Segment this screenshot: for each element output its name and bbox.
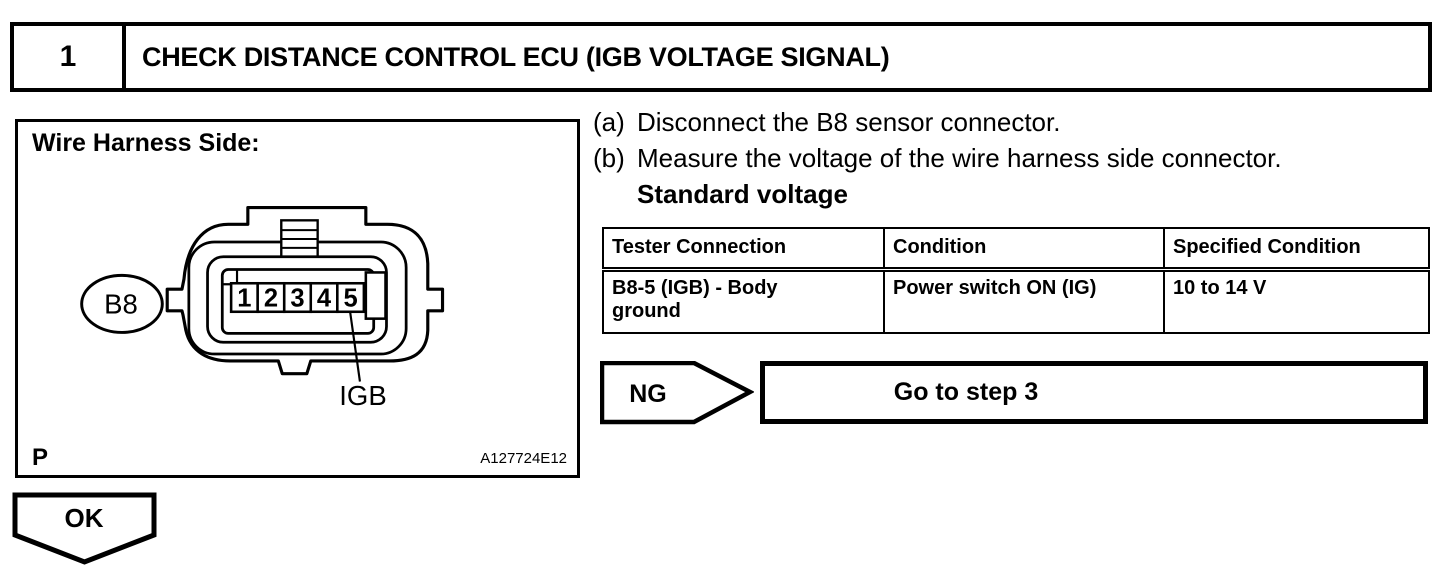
ng-arrow-label: NG [629,380,667,408]
cell-condition: Power switch ON (IG) [883,268,1165,334]
instruction-b: (b) Measure the voltage of the wire harn… [593,143,1282,174]
connector-id-bubble [80,273,164,334]
ng-arrow: NG [600,361,754,425]
instruction-a-marker: (a) [593,107,625,137]
connector-id-label: B8 [104,289,138,320]
standard-voltage-subheading: Standard voltage [637,179,848,209]
step-header: 1 CHECK DISTANCE CONTROL ECU (IGB VOLTAG… [10,22,1432,92]
wire-harness-diagram: 1 2 3 4 5 IGB B8 Wire Harness Side: P A1… [15,119,580,478]
ok-arrow: OK [12,492,157,565]
ok-arrow-shape [12,492,157,565]
pin-1-label: 1 [237,284,251,312]
page-marker: P [32,444,49,471]
pin-2-label: 2 [264,284,278,312]
step-title: CHECK DISTANCE CONTROL ECU (IGB VOLTAGE … [142,41,890,72]
cell-specified-condition: 10 to 14 V [1163,268,1430,334]
igb-callout-label: IGB [339,380,386,411]
instruction-a-text: Disconnect the B8 sensor connector. [637,107,1061,137]
header-tester-connection: Tester Connection [602,227,885,272]
pin-5-label: 5 [343,284,357,312]
header-condition: Condition [883,227,1165,272]
pin-row: 1 2 3 4 5 [229,281,366,314]
pin-3-label: 3 [290,284,304,312]
ng-result-text: Go to step 3 [893,378,1039,406]
header-specified-condition: Specified Condition [1163,227,1430,272]
instruction-b-marker: (b) [593,143,625,173]
pin-4-label: 4 [317,284,332,312]
igb-callout-line [349,311,362,382]
connector-illustration: 1 2 3 4 5 IGB B8 [80,205,445,411]
instruction-b-text: Measure the voltage of the wire harness … [637,143,1282,173]
figure-id: A127724E12 [480,450,567,467]
instruction-a: (a) Disconnect the B8 sensor connector. [593,107,1060,138]
ok-arrow-label: OK [65,503,104,533]
specification-table: Tester Connection Condition Specified Co… [602,227,1430,334]
diagram-caption: Wire Harness Side: [32,129,260,157]
ng-result-box: Go to step 3 [760,361,1428,424]
ng-arrow-shape [600,361,754,425]
keyway-slot [364,271,387,320]
cell-tester-connection: B8-5 (IGB) - Body ground [602,268,885,334]
connector-latch [280,219,319,258]
step-number: 1 [14,26,126,88]
table-header-row: Tester Connection Condition Specified Co… [602,227,1430,272]
table-row: B8-5 (IGB) - Body ground Power switch ON… [602,268,1430,334]
